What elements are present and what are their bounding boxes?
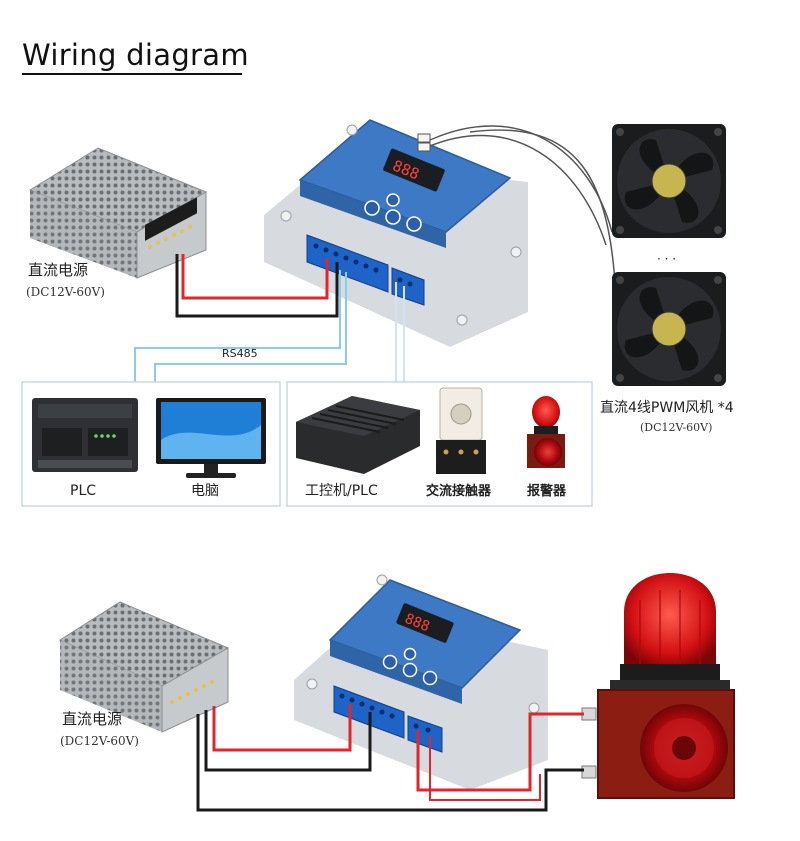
ac-contactor [436, 387, 486, 474]
fan-separator: · · · [657, 252, 676, 266]
title-underline [22, 73, 242, 75]
device-label-pc: 电脑 [191, 483, 219, 499]
page-title: Wiring diagram [22, 38, 249, 72]
psu-top-label: 直流电源 [28, 261, 88, 279]
rs485-label: RS485 [222, 347, 258, 360]
fan-label: 直流4线PWM风机 *4 [600, 399, 734, 416]
top-wiring [134, 125, 617, 382]
industrial-pc [296, 396, 420, 474]
alarm-small [527, 396, 565, 468]
controller-bottom: 888 [294, 574, 548, 790]
power-supply-bottom [58, 601, 230, 733]
device-label-alarm: 报警器 [527, 483, 567, 499]
pc-monitor [156, 398, 266, 478]
fan-2 [612, 272, 726, 386]
fan-1 [612, 124, 726, 238]
power-supply-top [28, 147, 208, 279]
plc-device [32, 398, 138, 472]
device-label-ipc: 工控机/PLC [305, 483, 378, 499]
fan-range: (DC12V-60V) [640, 421, 712, 434]
device-label-plc: PLC [70, 483, 96, 499]
bottom-wiring [196, 704, 584, 812]
alarm-large [581, 573, 735, 799]
device-label-contactor: 交流接触器 [426, 483, 492, 499]
psu-top-range: (DC12V-60V) [26, 285, 105, 299]
psu-bottom-range: (DC12V-60V) [60, 734, 139, 748]
psu-bottom-label: 直流电源 [62, 710, 122, 728]
controller-top: 888 [264, 119, 528, 347]
